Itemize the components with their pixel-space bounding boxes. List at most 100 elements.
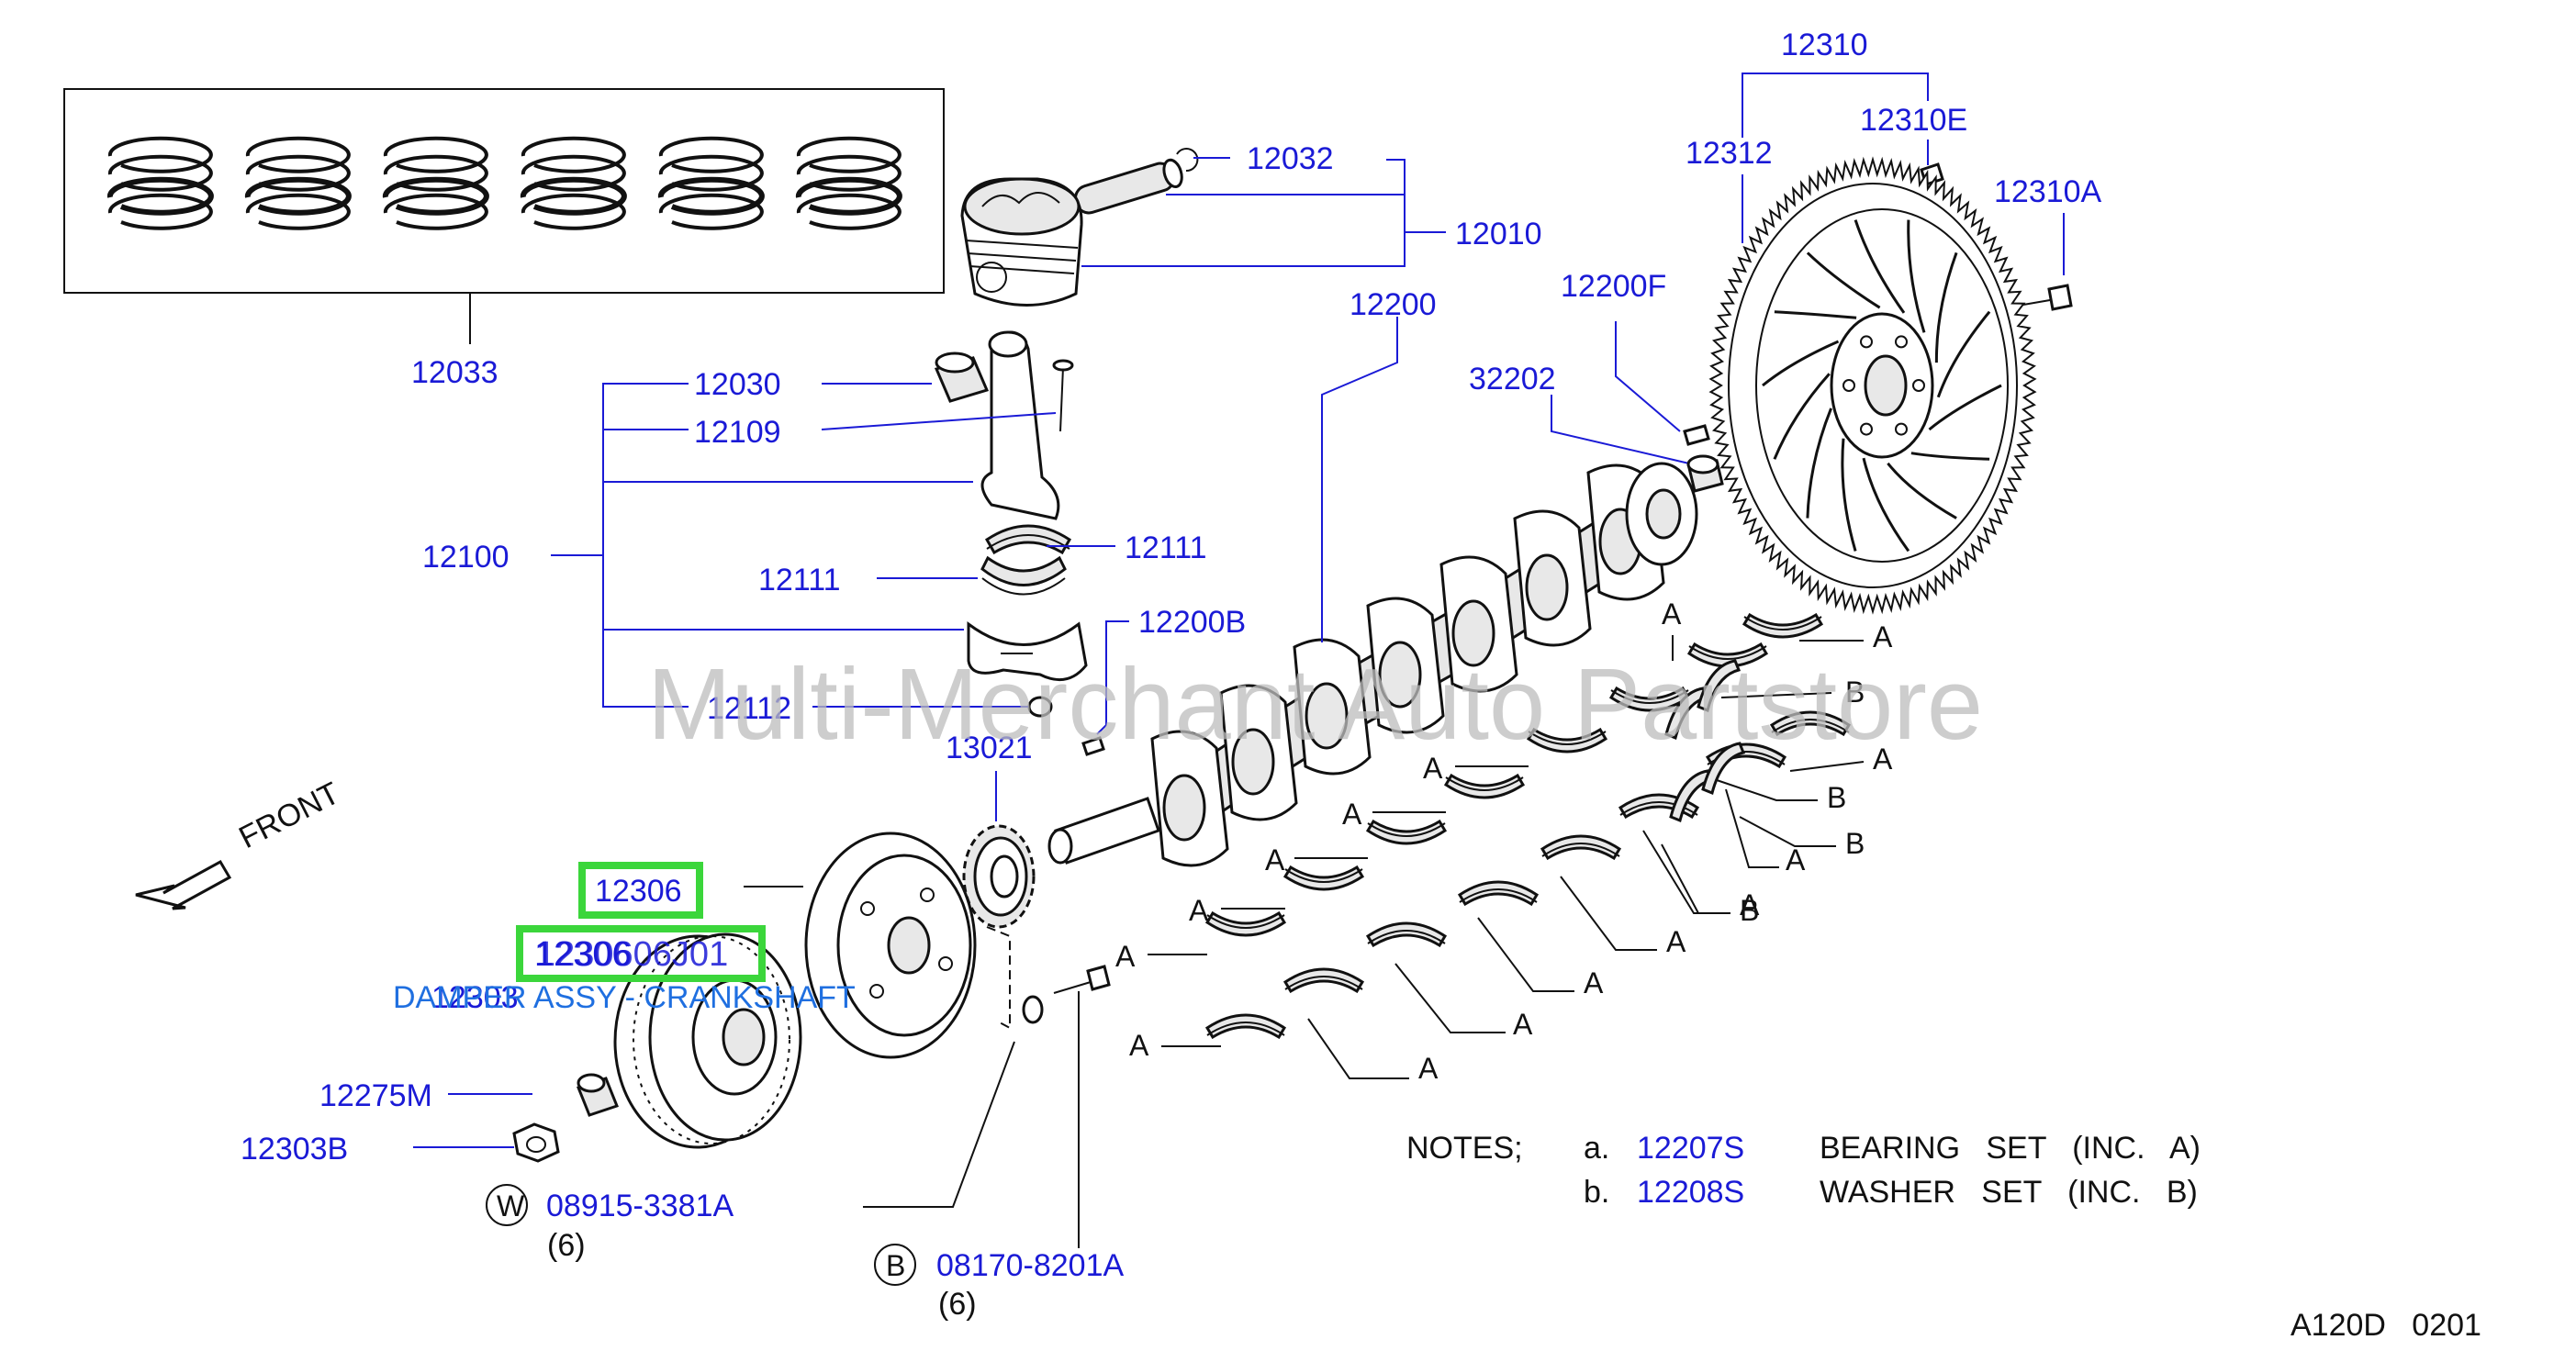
pulley-bolt bbox=[1053, 965, 1111, 994]
notes-heading: NOTES; bbox=[1406, 1131, 1523, 1166]
snap-ring bbox=[1176, 148, 1199, 173]
bearing-letter-a: A bbox=[1115, 940, 1136, 973]
highlight-part-number[interactable]: 1230606J01 bbox=[536, 935, 728, 974]
note-a-part[interactable]: 12207S bbox=[1637, 1131, 1744, 1166]
fastener-b-qty: (6) bbox=[938, 1287, 977, 1322]
key-and-pilot-group: 12200B 13021 bbox=[946, 605, 1246, 929]
part-label-12200[interactable]: 12200 bbox=[1350, 287, 1437, 322]
bearing-letter-a: A bbox=[1513, 1008, 1533, 1041]
part-label-12010[interactable]: 12010 bbox=[1455, 217, 1542, 251]
note-b-key: b. bbox=[1584, 1175, 1609, 1210]
front-arrow-icon bbox=[135, 859, 232, 910]
part-label-32202[interactable]: 32202 bbox=[1469, 362, 1556, 396]
crank-pulley bbox=[613, 932, 802, 1149]
bearing-letter-a: A bbox=[1666, 925, 1686, 958]
part-label-12310[interactable]: 12310 bbox=[1781, 28, 1868, 62]
bearing-shell bbox=[1457, 880, 1540, 907]
bearing-shell bbox=[1204, 1013, 1287, 1040]
bearing-letter-a: A bbox=[1265, 843, 1285, 876]
part-label-12200f[interactable]: 12200F bbox=[1561, 269, 1666, 304]
bearing-letter-a: A bbox=[1873, 620, 1893, 653]
piston-ring-set-group: 12033 bbox=[63, 88, 945, 390]
rod-cap bbox=[967, 621, 1088, 682]
note-a-key: a. bbox=[1584, 1131, 1609, 1166]
bearing-shell bbox=[1742, 612, 1824, 639]
crankshaft bbox=[1047, 462, 1698, 867]
part-label-12033[interactable]: 12033 bbox=[411, 355, 498, 390]
small-end-bushing bbox=[934, 352, 990, 403]
bearing-shell bbox=[1282, 865, 1365, 891]
part-label-12109[interactable]: 12109 bbox=[694, 415, 781, 450]
notes: NOTES; a. 12207S BEARING SET (INC. A) b.… bbox=[1406, 1131, 2201, 1210]
spacer-collar bbox=[577, 1073, 619, 1117]
front-label: FRONT bbox=[233, 776, 345, 855]
piston-rings bbox=[106, 136, 902, 230]
bearing-letter-b: B bbox=[1845, 827, 1865, 860]
bearing-letter-b: B bbox=[1740, 894, 1759, 927]
bearing-letter-a: A bbox=[1189, 894, 1209, 927]
part-label-12312[interactable]: 12312 bbox=[1686, 136, 1773, 171]
pilot-bushing bbox=[1686, 454, 1724, 493]
connecting-rod bbox=[980, 330, 1060, 520]
front-indicator: FRONT bbox=[135, 776, 345, 910]
rod-nut bbox=[1027, 696, 1053, 718]
bearing-letter-a: A bbox=[1662, 597, 1682, 631]
bearing-letter-b: B bbox=[1827, 781, 1846, 814]
part-label-12306[interactable]: 12306 bbox=[595, 874, 682, 909]
piston-ring-stack bbox=[244, 136, 352, 230]
crank-key bbox=[1081, 736, 1105, 756]
part-label-12030[interactable]: 12030 bbox=[694, 367, 781, 402]
pulley-group: 12306 12306 1230606J01 12303 DAMPER ASSY… bbox=[241, 832, 1125, 1322]
pulley-bolt-washer bbox=[1022, 995, 1044, 1024]
note-b-part[interactable]: 12208S bbox=[1637, 1175, 1744, 1210]
part-label-12303[interactable]: 12303 bbox=[431, 980, 519, 1015]
bearing-shell bbox=[1443, 773, 1526, 799]
part-label-13021[interactable]: 13021 bbox=[946, 731, 1033, 765]
bearing-letter-a: A bbox=[1873, 742, 1893, 776]
highlight-box-12306-sub bbox=[516, 925, 766, 982]
part-label-12303b[interactable]: 12303B bbox=[241, 1132, 348, 1167]
bearing-letter-a: A bbox=[1584, 966, 1604, 999]
bearing-shell bbox=[1365, 819, 1448, 845]
piston bbox=[960, 177, 1083, 307]
highlight-description: DAMPER ASSY - CRANKSHAFT bbox=[393, 980, 856, 1015]
bearing-letter-a: A bbox=[1418, 1052, 1439, 1085]
part-label-12200b[interactable]: 12200B bbox=[1138, 605, 1246, 640]
fastener-b-symbol: B bbox=[886, 1249, 905, 1282]
bearing-shell bbox=[1282, 967, 1365, 994]
flywheel bbox=[1708, 156, 2037, 615]
note-b-text: WASHER SET (INC. B) bbox=[1820, 1175, 2198, 1210]
part-label-12032[interactable]: 12032 bbox=[1247, 141, 1334, 176]
part-label-12111-upper[interactable]: 12111 bbox=[1125, 530, 1207, 565]
part-label-12111-lower[interactable]: 12111 bbox=[758, 563, 841, 597]
bearing-letter-a: A bbox=[1342, 798, 1362, 831]
piston-ring-stack bbox=[657, 136, 765, 230]
part-label-12306-sub[interactable]: 12306 bbox=[534, 935, 632, 974]
fastener-w-symbol: W bbox=[497, 1189, 525, 1222]
part-label-12112[interactable]: 12112 bbox=[707, 691, 791, 726]
piston-ring-stack bbox=[795, 136, 902, 230]
part-label-12310a[interactable]: 12310A bbox=[1994, 174, 2102, 209]
pulley-nut bbox=[512, 1122, 560, 1163]
part-label-12100[interactable]: 12100 bbox=[422, 540, 510, 575]
fastener-w-qty: (6) bbox=[547, 1228, 586, 1263]
part-label-08170[interactable]: 08170-8201A bbox=[936, 1248, 1125, 1283]
part-label-12310e[interactable]: 12310E bbox=[1860, 103, 1967, 138]
bearing-shell bbox=[1204, 910, 1287, 937]
fastener-w-symbol-circle bbox=[486, 1184, 528, 1226]
bearing-letter-b: B bbox=[1845, 675, 1865, 709]
rod-bearing-upper bbox=[985, 524, 1071, 555]
bearing-letter-a: A bbox=[1740, 888, 1760, 921]
bearing-letter-a: A bbox=[1129, 1029, 1149, 1062]
part-label-12275m[interactable]: 12275M bbox=[319, 1078, 432, 1113]
note-a-text: BEARING SET (INC. A) bbox=[1820, 1131, 2201, 1166]
part-label-08915[interactable]: 08915-3381A bbox=[546, 1189, 734, 1223]
piston-pin bbox=[1073, 158, 1183, 215]
flywheel-group: 12310 12312 12310E 12310A bbox=[1686, 28, 2102, 615]
damper-disk bbox=[804, 832, 977, 1059]
bearing-shell bbox=[1365, 921, 1448, 948]
connecting-rod-group: 12030 12109 12100 12111 12111 12112 bbox=[422, 330, 1207, 726]
